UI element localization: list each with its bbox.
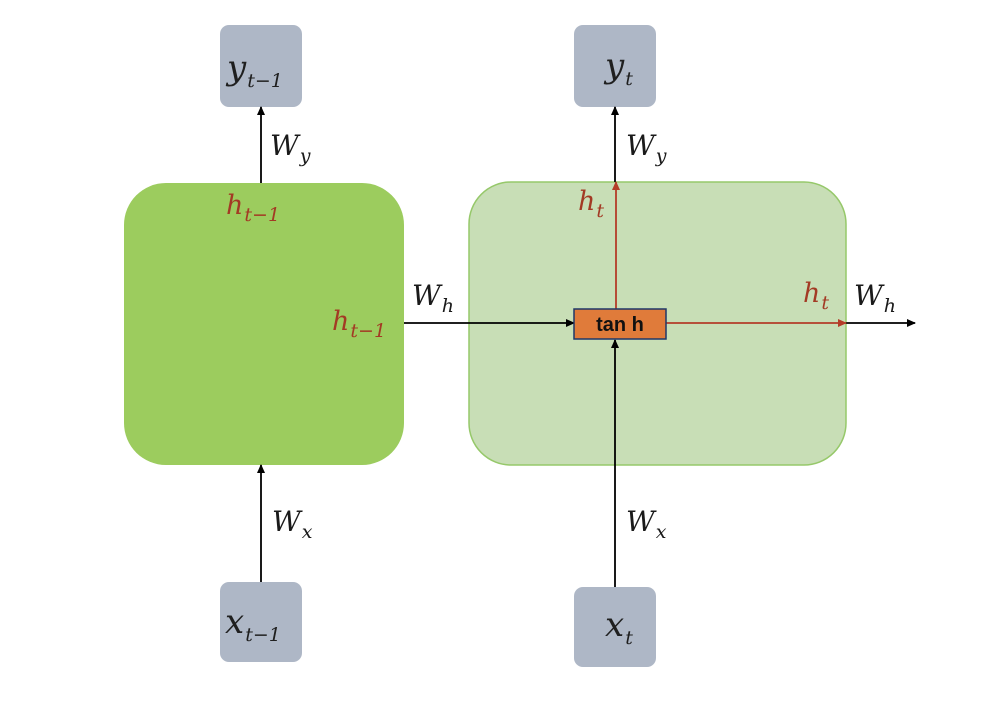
input-box-current (574, 587, 656, 667)
label-w-x-previous: Wx (272, 505, 313, 543)
label-w-h-out: Wh (854, 279, 896, 317)
label-y-previous: yt−1 (225, 48, 283, 92)
label-w-x-current: Wx (626, 505, 667, 543)
tanh-block (573, 308, 667, 340)
label-x-previous: xt−1 (225, 602, 281, 646)
label-w-y-current: Wy (626, 129, 667, 167)
input-box-previous (220, 582, 302, 662)
output-box-previous (220, 25, 302, 107)
label-h-current-up: ht (578, 186, 604, 222)
output-box-current (574, 25, 656, 107)
label-h-previous-right: ht−1 (332, 306, 386, 342)
label-w-h-mid: Wh (412, 279, 454, 317)
rnn-cell-previous (124, 183, 404, 465)
label-y-current: yt (603, 46, 633, 90)
label-h-previous-top: ht−1 (226, 190, 280, 226)
label-w-y-previous: Wy (270, 129, 311, 167)
label-h-current-right: ht (803, 278, 829, 314)
tanh-label: tan h (596, 314, 644, 336)
label-x-current: xt (605, 605, 633, 649)
